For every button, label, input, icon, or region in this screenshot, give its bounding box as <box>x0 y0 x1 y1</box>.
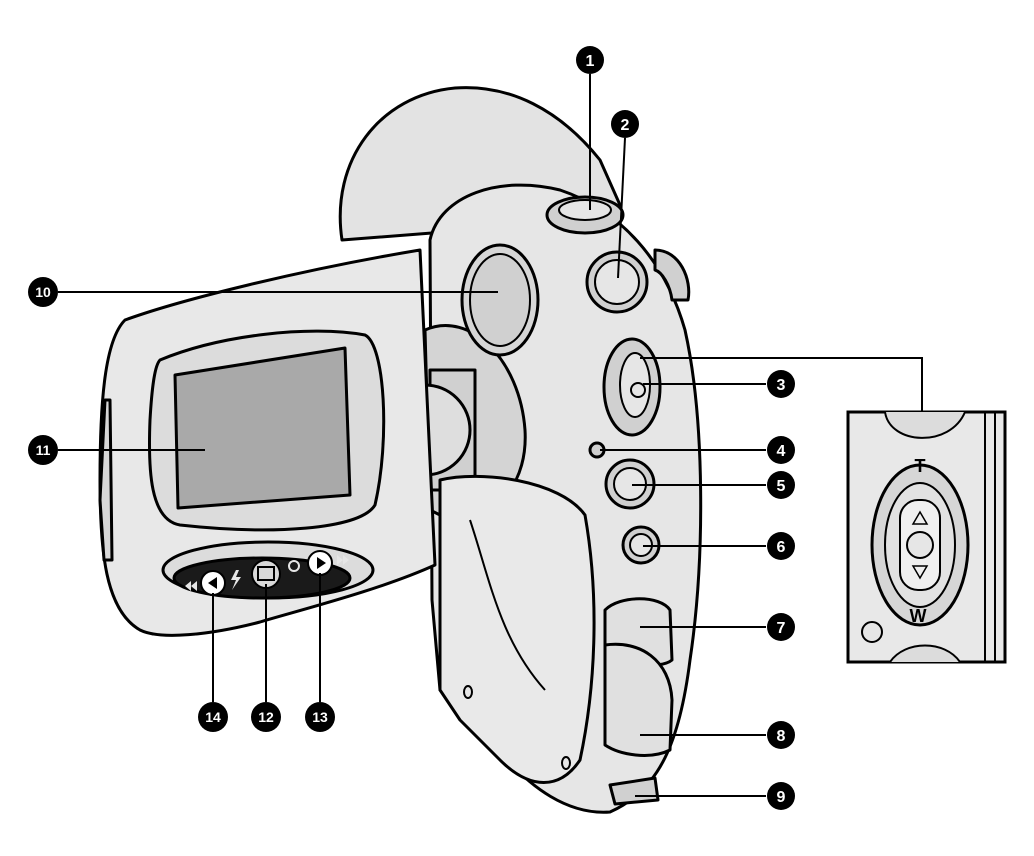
left-arrow-icon <box>208 577 217 589</box>
callout-9: 9 <box>767 782 795 810</box>
leader-line-2 <box>617 137 626 279</box>
menu-icon <box>257 566 275 581</box>
callout-13: 13 <box>305 702 335 732</box>
flash-icon <box>231 570 241 590</box>
svg-text:8: 8 <box>777 728 786 745</box>
svg-text:1: 1 <box>586 53 595 70</box>
rewind-icon <box>185 581 197 591</box>
inset-top-arc <box>884 411 966 439</box>
lcd-strip-buttons <box>185 550 349 596</box>
svg-text:5: 5 <box>777 478 786 495</box>
lcd-panel-side <box>98 398 114 562</box>
battery-door <box>603 642 674 757</box>
callout-10: 10 <box>28 277 58 307</box>
camera-illustration <box>98 86 703 814</box>
callout-11: 11 <box>28 435 58 465</box>
callout-4: 4 <box>767 436 795 464</box>
callout-7: 7 <box>767 613 795 641</box>
forward-icon <box>337 555 349 565</box>
svg-text:6: 6 <box>777 539 786 556</box>
inset-rocker-center <box>906 531 934 559</box>
callout-badges: 1 2 3 4 5 6 7 8 9 10 11 12 13 14 <box>28 46 795 810</box>
self-timer-icon <box>288 560 300 572</box>
inset-led <box>861 621 883 643</box>
inset-bottom-arc <box>889 644 961 663</box>
svg-text:11: 11 <box>36 442 51 458</box>
svg-text:3: 3 <box>777 377 786 394</box>
callout-6: 6 <box>767 532 795 560</box>
callout-2: 2 <box>611 110 639 138</box>
inset-tele-label: T <box>915 456 926 476</box>
side-cover <box>438 474 596 784</box>
svg-text:14: 14 <box>205 709 221 725</box>
right-arrow-icon <box>317 557 326 569</box>
cover-groove <box>469 519 546 691</box>
svg-text:10: 10 <box>35 284 51 300</box>
svg-text:2: 2 <box>621 117 630 134</box>
svg-text:9: 9 <box>777 789 786 806</box>
callout-3: 3 <box>767 370 795 398</box>
menu-button <box>251 559 281 589</box>
inset-connector-line <box>640 357 923 412</box>
leader-lines <box>58 74 766 797</box>
callout-8: 8 <box>767 721 795 749</box>
tripod-latch <box>608 776 660 806</box>
callout-5: 5 <box>767 471 795 499</box>
strap-lug <box>653 248 691 302</box>
inset-up-arrow-icon <box>911 510 929 525</box>
callout-1: 1 <box>576 46 604 74</box>
inset-down-arrow-icon <box>911 565 929 580</box>
lcd-screen <box>173 346 352 510</box>
callout-12: 12 <box>251 702 281 732</box>
inset-wide-label: W <box>910 606 927 626</box>
svg-text:12: 12 <box>258 709 274 725</box>
svg-text:4: 4 <box>777 443 786 460</box>
zoom-detail-inset: T W <box>846 410 1007 664</box>
svg-text:13: 13 <box>312 709 328 725</box>
callout-14: 14 <box>198 702 228 732</box>
svg-text:7: 7 <box>777 620 786 637</box>
